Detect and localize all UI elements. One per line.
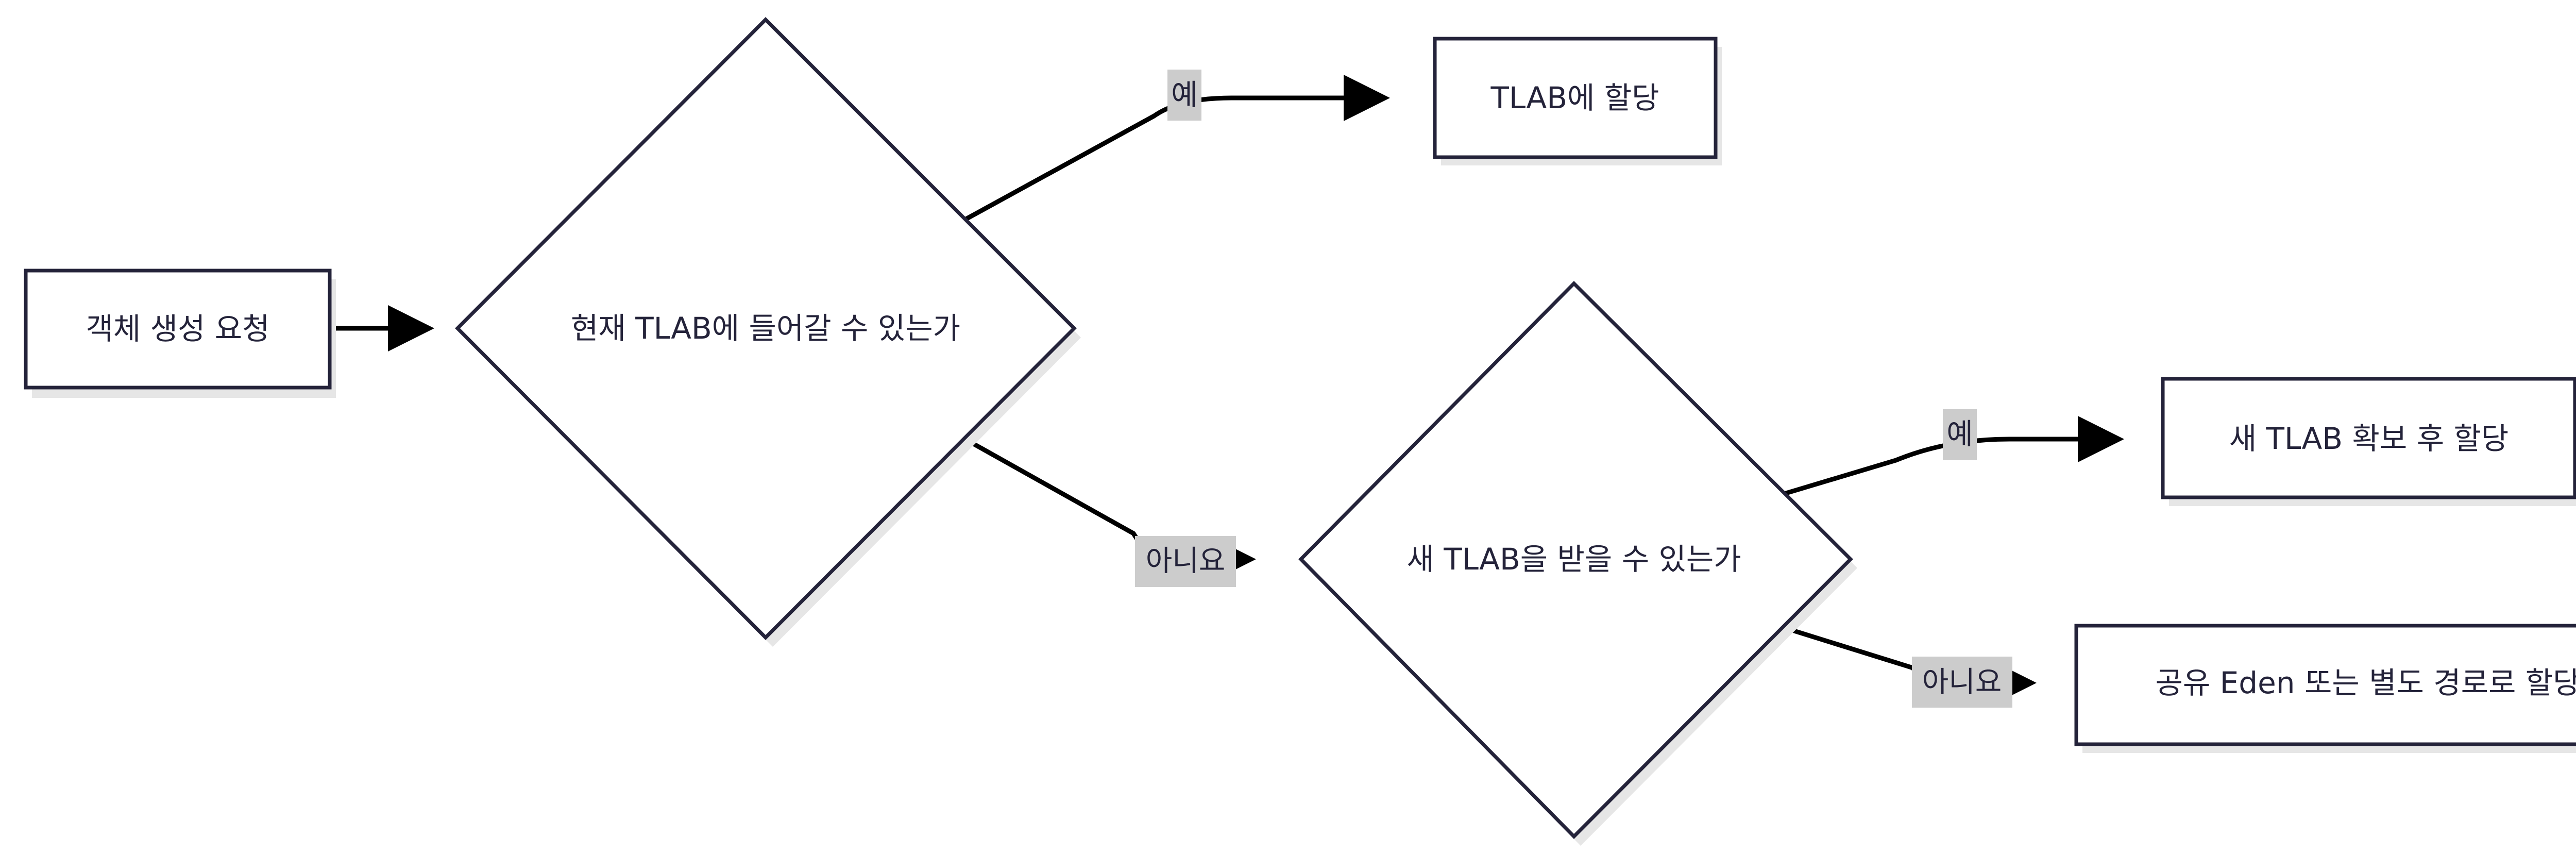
svg-text:아니요: 아니요: [1922, 666, 2002, 699]
svg-text:새 TLAB을 받을 수 있는가: 새 TLAB을 받을 수 있는가: [1406, 542, 1741, 577]
svg-text:현재 TLAB에 들어갈 수 있는가: 현재 TLAB에 들어갈 수 있는가: [571, 311, 960, 346]
svg-text:아니요: 아니요: [1146, 545, 1226, 578]
edge-labels: 예 아니요 예 아니요: [1135, 70, 2012, 708]
svg-text:공유 Eden 또는 별도 경로로 할당: 공유 Eden 또는 별도 경로로 할당: [2155, 665, 2576, 700]
edge-label-no-2: 아니요: [1912, 657, 2012, 708]
node-check-current-tlab: 현재 TLAB에 들어갈 수 있는가: [455, 17, 1081, 647]
node-check-new-tlab: 새 TLAB을 받을 수 있는가: [1298, 281, 1857, 846]
edge-label-yes-2: 예: [1943, 409, 1977, 460]
edge-label-yes-1: 예: [1167, 70, 1201, 121]
edge-label-no-1: 아니요: [1135, 536, 1236, 587]
svg-text:TLAB에 할당: TLAB에 할당: [1490, 80, 1659, 115]
node-alloc-new-tlab: 새 TLAB 확보 후 할당: [2161, 377, 2576, 506]
svg-text:예: 예: [1171, 79, 1198, 112]
svg-text:새 TLAB 확보 후 할당: 새 TLAB 확보 후 할당: [2229, 421, 2509, 456]
svg-text:예: 예: [1946, 418, 1973, 451]
node-start: 객체 생성 요청: [24, 269, 336, 398]
node-alloc-shared: 공유 Eden 또는 별도 경로로 할당: [2074, 624, 2576, 753]
svg-text:객체 생성 요청: 객체 생성 요청: [86, 311, 269, 346]
node-alloc-tlab: TLAB에 할당: [1433, 37, 1722, 165]
